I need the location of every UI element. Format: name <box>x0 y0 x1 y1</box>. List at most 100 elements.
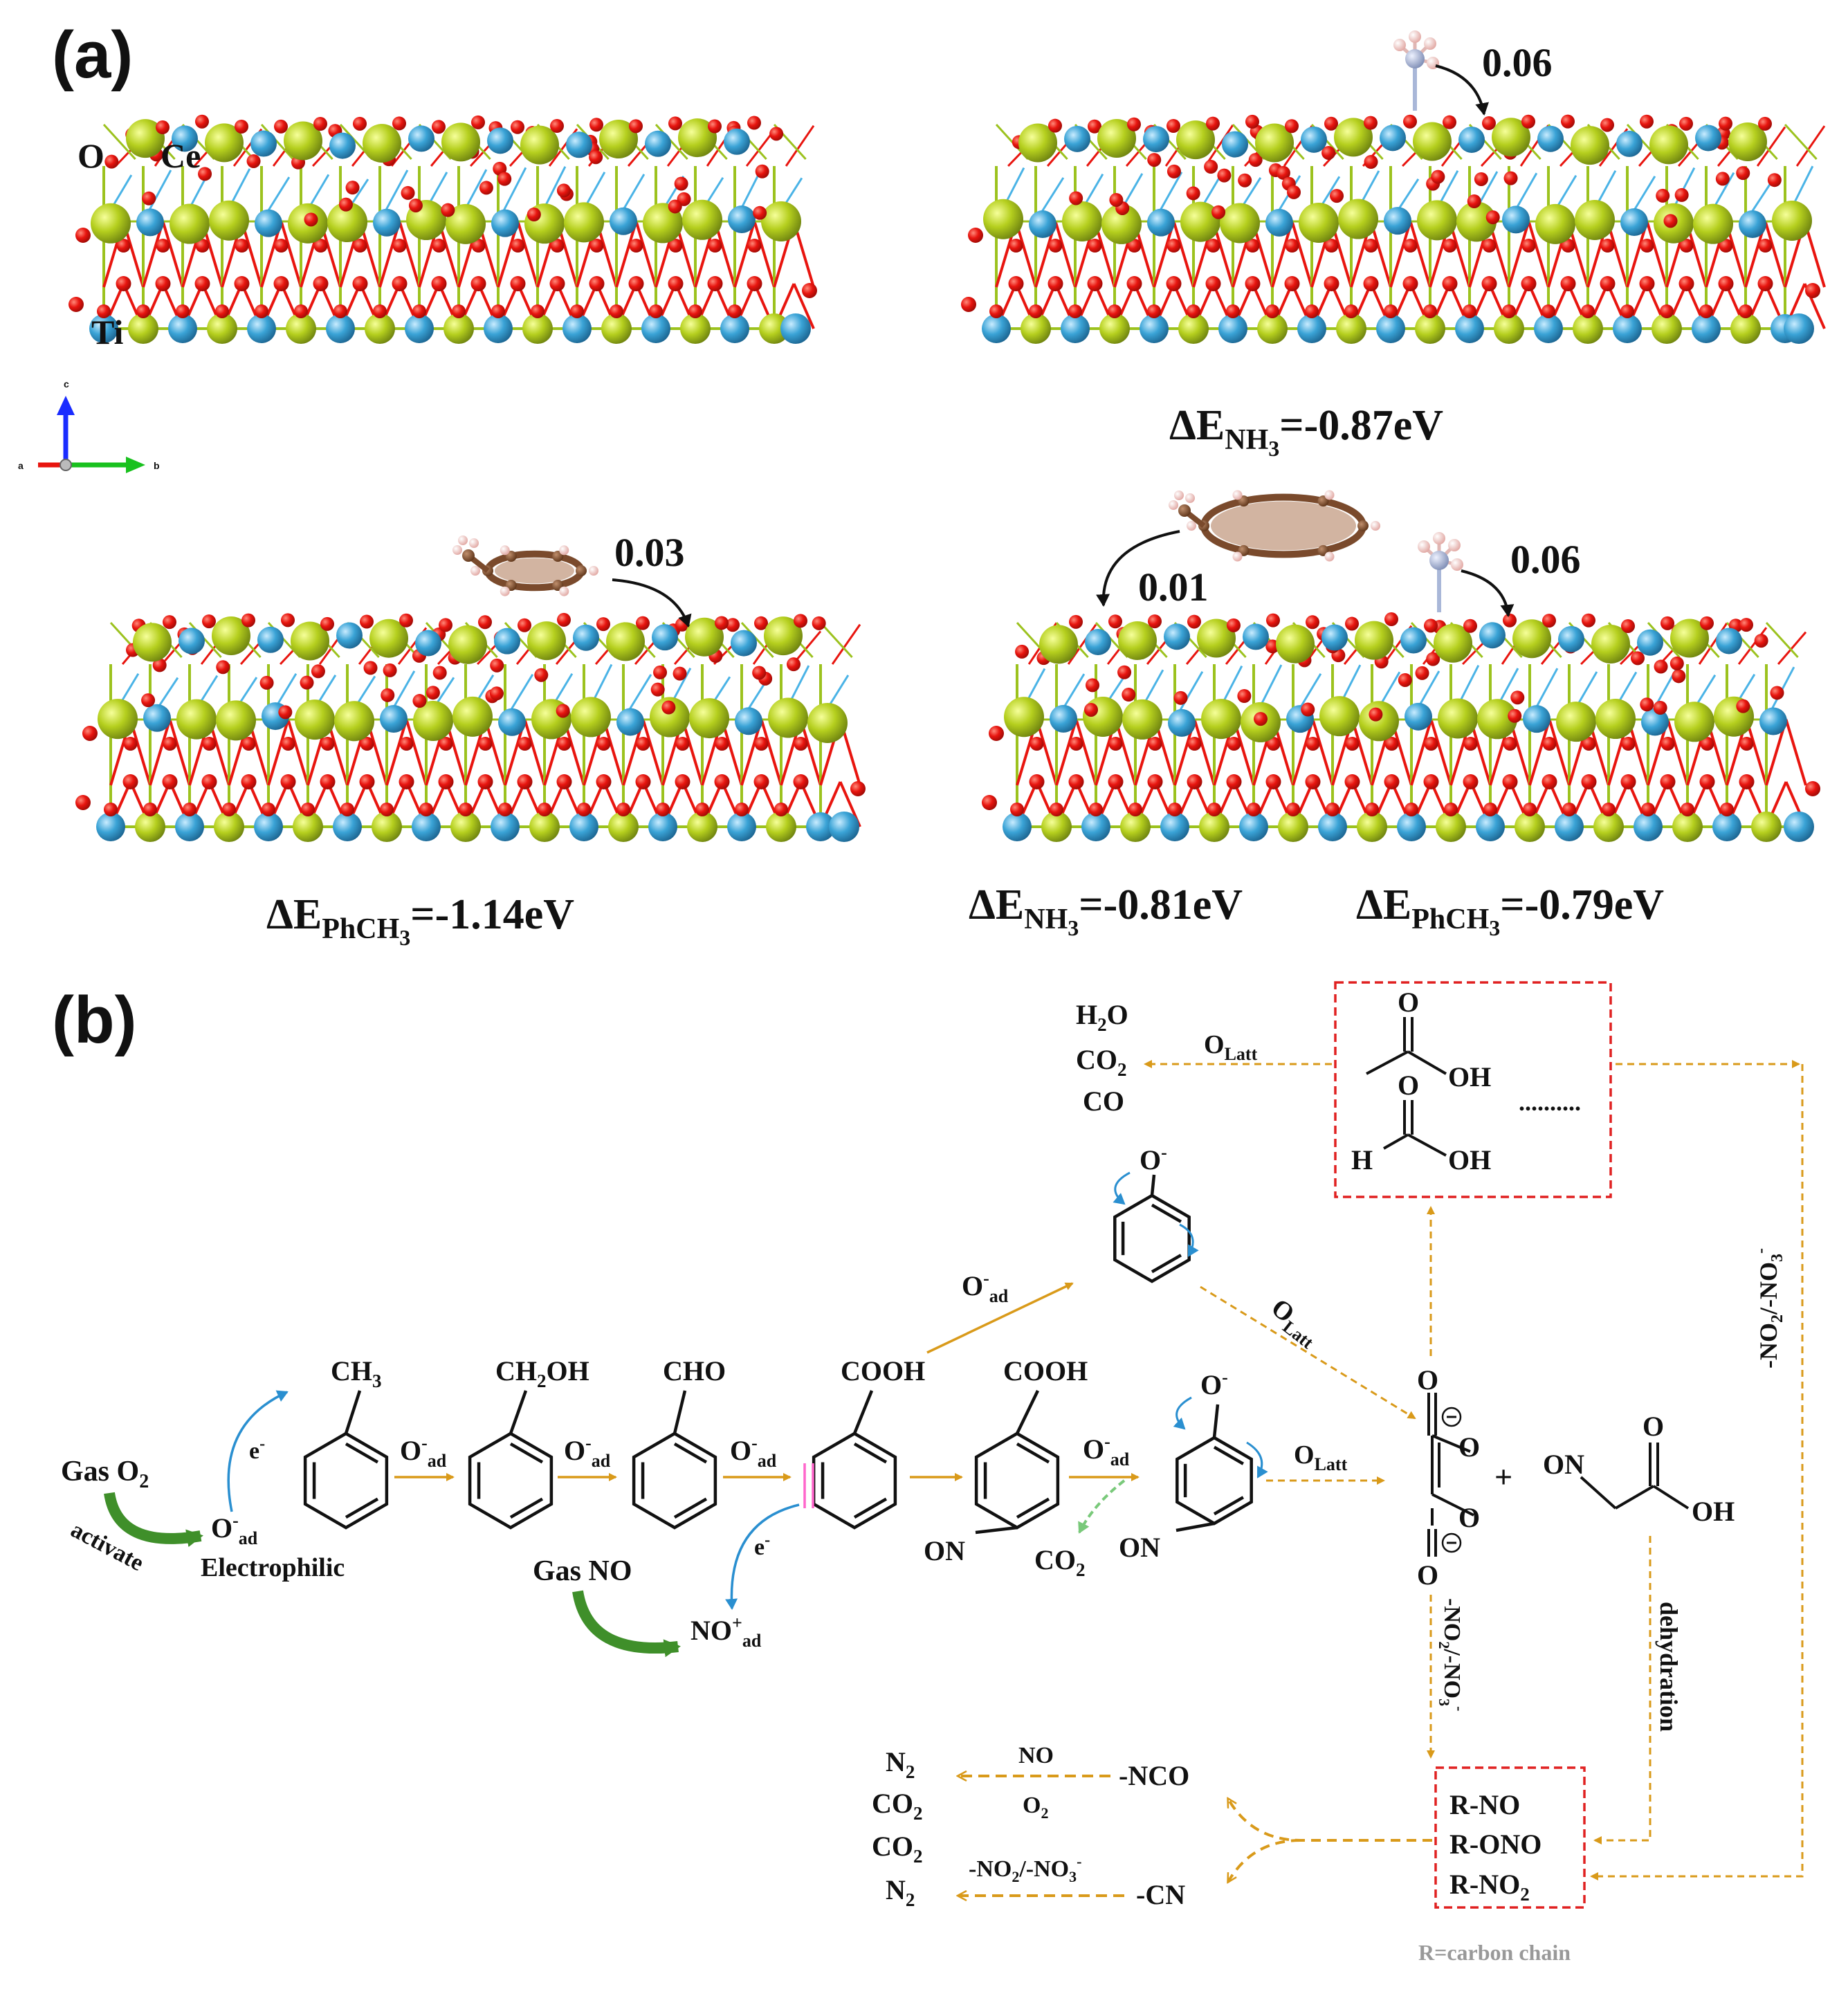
slab-atoms <box>75 612 866 842</box>
benzene-ring <box>468 1431 554 1530</box>
toluene-molecule <box>452 535 598 596</box>
formic-acid-structure <box>1383 1100 1447 1157</box>
plus-sign: + <box>1494 1459 1512 1494</box>
ring-double-bond <box>1016 1443 1050 1464</box>
substituent-bond <box>1015 1390 1040 1434</box>
axis-a-label: a <box>18 460 24 471</box>
r-definition: R=carbon chain <box>1418 1940 1571 1965</box>
decarboxylation-arrow <box>1078 1479 1126 1534</box>
maleate-o-2: O <box>1458 1431 1480 1463</box>
slab-atoms <box>961 114 1820 344</box>
slab-atoms <box>68 114 817 344</box>
rno-box <box>1434 1766 1586 1909</box>
formic-acid-o: O <box>1398 1070 1419 1101</box>
ring-outline <box>812 1431 897 1530</box>
substituent-bond <box>1150 1174 1156 1196</box>
electron-curl-2 <box>1179 1223 1199 1257</box>
ring-double-bond <box>1016 1497 1050 1519</box>
carbon-atom <box>1357 520 1369 531</box>
substituent-bond <box>1175 1521 1215 1532</box>
hydrogen-atom <box>1187 521 1196 531</box>
nitroso-acid-structure <box>1580 1443 1690 1510</box>
ring-outline <box>1175 1436 1253 1526</box>
ring-double-bond <box>1151 1254 1182 1274</box>
oad-label-4: O-ad <box>1083 1431 1130 1469</box>
panel-a-label: (a) <box>52 18 133 92</box>
arrow-rno-split <box>1228 1799 1432 1842</box>
hydrogen-atom <box>452 545 462 555</box>
hydrogen-atom <box>458 535 468 545</box>
arrow-right-down-to-rno <box>1590 1064 1804 1880</box>
slab-clean <box>68 114 817 344</box>
nitroso-acid-o: O <box>1643 1411 1664 1442</box>
hydrogen-atom <box>470 566 480 576</box>
nitroso-acid-oh: OH <box>1692 1496 1735 1527</box>
phenoxide-o-right: O- <box>1200 1367 1228 1400</box>
oad-label-3: O-ad <box>730 1433 777 1471</box>
hydrogen-atom <box>1371 521 1380 531</box>
final-n2-1: N2 <box>886 1746 915 1782</box>
ring-outline <box>632 1431 717 1530</box>
charge-circle-1 <box>1441 1407 1462 1427</box>
hydrogen-atom <box>559 545 569 556</box>
carbon-atom <box>1178 504 1191 517</box>
olatt-arrow-top <box>1200 1285 1416 1420</box>
charge-value-coads-nh3: 0.06 <box>1510 537 1581 582</box>
atom-label-o: O <box>77 136 104 175</box>
oad-label-1: O-ad <box>400 1433 447 1471</box>
ring-double-bond <box>345 1443 379 1464</box>
on-label-2: ON <box>1119 1532 1160 1563</box>
hydrogen-atom <box>500 586 510 596</box>
electron-label-1: e- <box>249 1435 265 1464</box>
electrophilic-label: Electrophilic <box>201 1553 345 1582</box>
ring-double-bond <box>673 1497 708 1519</box>
ring-double-bond <box>673 1443 708 1464</box>
ring-double-bond <box>345 1497 379 1519</box>
cn-label: -CN <box>1136 1879 1185 1910</box>
axis-b-label: b <box>154 460 160 471</box>
adsorption-energy-nh3: ΔENH3=-0.87eV <box>1169 402 1443 461</box>
substituent-bond <box>344 1390 362 1434</box>
charge-arrow-coads-nh3 <box>1461 569 1515 617</box>
ch3-label: CH3 <box>331 1355 382 1391</box>
ring-double-bond <box>1213 1445 1245 1465</box>
hydrogen-atom <box>1232 490 1243 500</box>
hydrogen-atom <box>559 586 569 596</box>
hydrogen-atom <box>1418 540 1430 553</box>
arrow-acid-to-phenoxide-top <box>926 1282 1074 1354</box>
ring-outline <box>468 1431 554 1530</box>
electron-label-2: e- <box>754 1531 770 1560</box>
rno2-label: R-NO2 <box>1449 1869 1530 1905</box>
final-co2-1: CO2 <box>872 1788 923 1824</box>
activate-arrow <box>104 1492 203 1548</box>
phenoxide-o-top: O- <box>1140 1142 1167 1175</box>
hydrogen-atom <box>589 566 598 576</box>
acetic-acid-oh: OH <box>1448 1061 1491 1092</box>
arrow-rno-split-down <box>1228 1839 1301 1882</box>
substituent-bond <box>975 1526 1018 1535</box>
benzene-ring <box>812 1431 897 1530</box>
charge-value-phch3: 0.03 <box>614 530 685 575</box>
final-co2-2: CO2 <box>872 1831 923 1867</box>
charge-value-coads-phch3: 0.01 <box>1138 565 1209 610</box>
oad-electrophilic: O-ad <box>211 1510 258 1548</box>
no2no3-label-mid: -NO2/-NO3- <box>1436 1598 1468 1711</box>
gas-o2-label: Gas O2 <box>61 1456 149 1492</box>
hydrogen-atom <box>1393 39 1406 51</box>
ring-double-bond <box>1213 1496 1245 1516</box>
nitroso-acid-on: ON <box>1543 1449 1584 1480</box>
co2-label-decarbox: CO2 <box>1034 1544 1086 1580</box>
electron-transfer-arrow-1 <box>227 1390 289 1512</box>
hydrogen-atom <box>1409 30 1421 43</box>
oad-label-branch: O-ad <box>962 1268 1009 1306</box>
hydrogen-atom <box>1174 491 1184 500</box>
ring-outline <box>974 1431 1060 1530</box>
atom-label-ti: Ti <box>91 313 123 351</box>
electron-curl-4 <box>1246 1441 1268 1478</box>
panel-b: (b) Gas O2 activate O-ad Electrophilic e… <box>52 981 1804 1965</box>
nco-reagent-o2: O2 <box>1023 1793 1048 1822</box>
charge-arrow-nh3 <box>1435 64 1489 116</box>
rno-label: R-NO <box>1449 1789 1520 1820</box>
crystal-axes: c b a <box>18 378 160 473</box>
acetic-acid-structure <box>1366 1017 1447 1075</box>
